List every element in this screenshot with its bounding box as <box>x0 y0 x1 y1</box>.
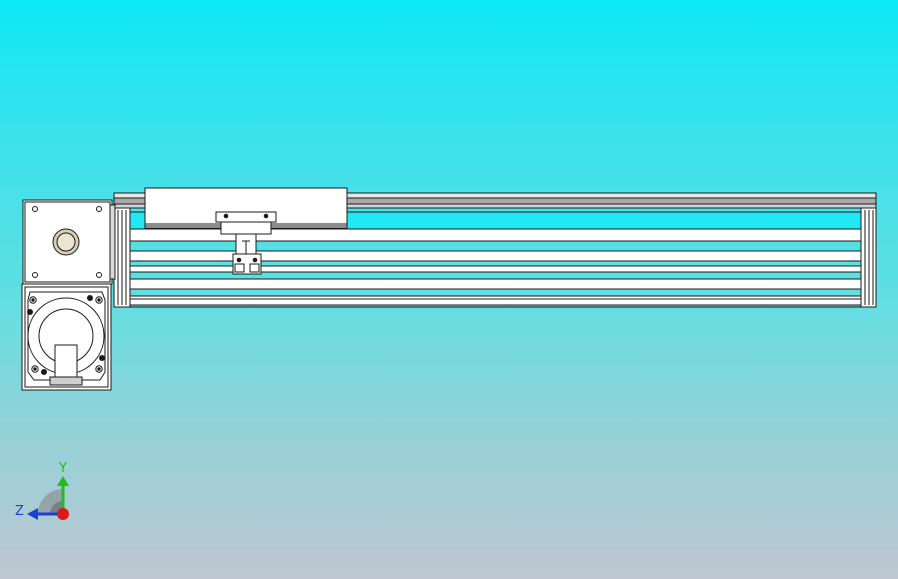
right-end-cap <box>860 207 877 308</box>
z-axis-label: Z <box>15 504 24 519</box>
y-axis-label: Y <box>58 461 67 476</box>
extrusion-slots <box>129 228 862 306</box>
mounting-bracket <box>215 211 277 275</box>
motor-assembly[interactable] <box>21 199 116 391</box>
y-arrow-head <box>57 476 69 486</box>
left-end-cap <box>113 207 131 308</box>
z-arrow-head <box>27 508 38 520</box>
motor-flange <box>21 283 112 391</box>
linear-actuator[interactable] <box>113 187 877 308</box>
x-axis-dot <box>57 508 69 520</box>
orientation-triad: Y Z <box>15 461 69 520</box>
gearbox-housing <box>22 199 116 285</box>
